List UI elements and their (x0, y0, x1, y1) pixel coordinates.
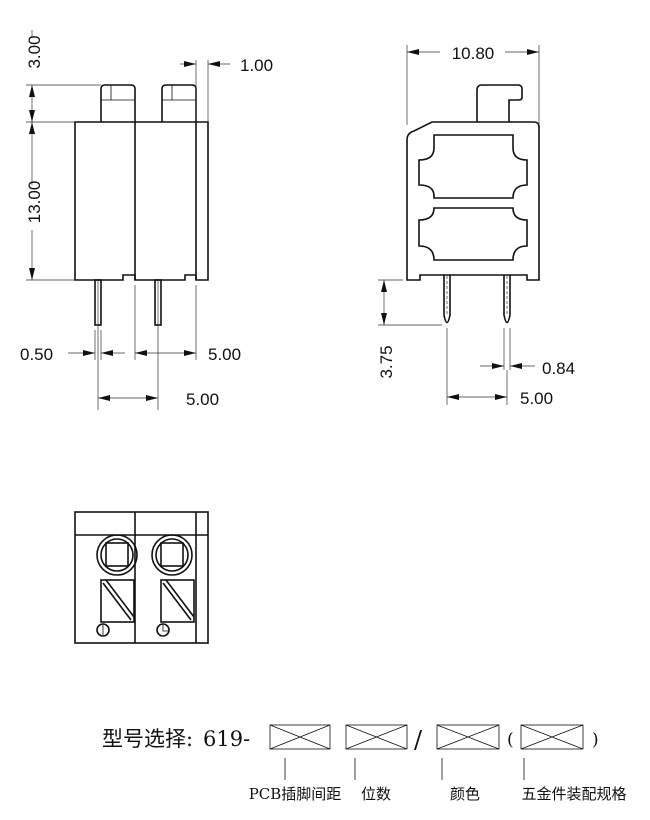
dim-0-50: 0.50 (20, 345, 53, 364)
dim-0-84: 0.84 (542, 359, 575, 378)
dim-5-00-c: 5.00 (520, 389, 553, 408)
dim-3-75: 3.75 (377, 345, 396, 378)
button-1 (100, 84, 136, 122)
open-paren: ( (507, 730, 514, 750)
dim-13-00: 13.00 (25, 181, 44, 224)
button-2 (161, 84, 197, 122)
model-label: 型号选择: (102, 727, 193, 751)
field-label-color: 颜色 (450, 785, 480, 803)
field-box-4 (520, 724, 584, 750)
model-selection: 型号选择: 619- / ( ) PCB插脚间距 位数 颜色 五金件装配规格 (102, 724, 627, 803)
model-prefix: 619- (203, 727, 250, 751)
upper-window (418, 134, 528, 199)
side-button (476, 84, 523, 122)
side-pin-2 (503, 275, 511, 324)
dim-1-00: 1.00 (240, 56, 273, 75)
dim-3-00: 3.00 (25, 35, 44, 68)
front-view: 3.00 13.00 1.00 0.50 5.00 5.00 (20, 30, 273, 410)
dim-10-80: 10.80 (452, 44, 495, 63)
field-label-hardware: 五金件装配规格 (521, 785, 626, 803)
side-body (406, 121, 540, 281)
top-view (74, 511, 209, 644)
lower-window (418, 207, 528, 261)
dim-5-00-a: 5.00 (208, 345, 241, 364)
top-cell-1 (96, 534, 138, 637)
field-box-3 (436, 724, 500, 750)
side-pin-1 (443, 275, 451, 324)
dim-5-00-b: 5.00 (186, 390, 219, 409)
field-box-2 (345, 724, 408, 750)
field-label-pcb-pitch: PCB插脚间距 (249, 785, 342, 803)
front-body (74, 121, 209, 281)
separator: / (414, 726, 423, 754)
side-view: 10.80 3.75 0.84 5.00 (377, 44, 575, 408)
field-label-positions: 位数 (361, 785, 391, 803)
field-box-1 (269, 724, 331, 750)
top-cell-2 (151, 534, 195, 637)
close-paren: ) (592, 730, 599, 750)
